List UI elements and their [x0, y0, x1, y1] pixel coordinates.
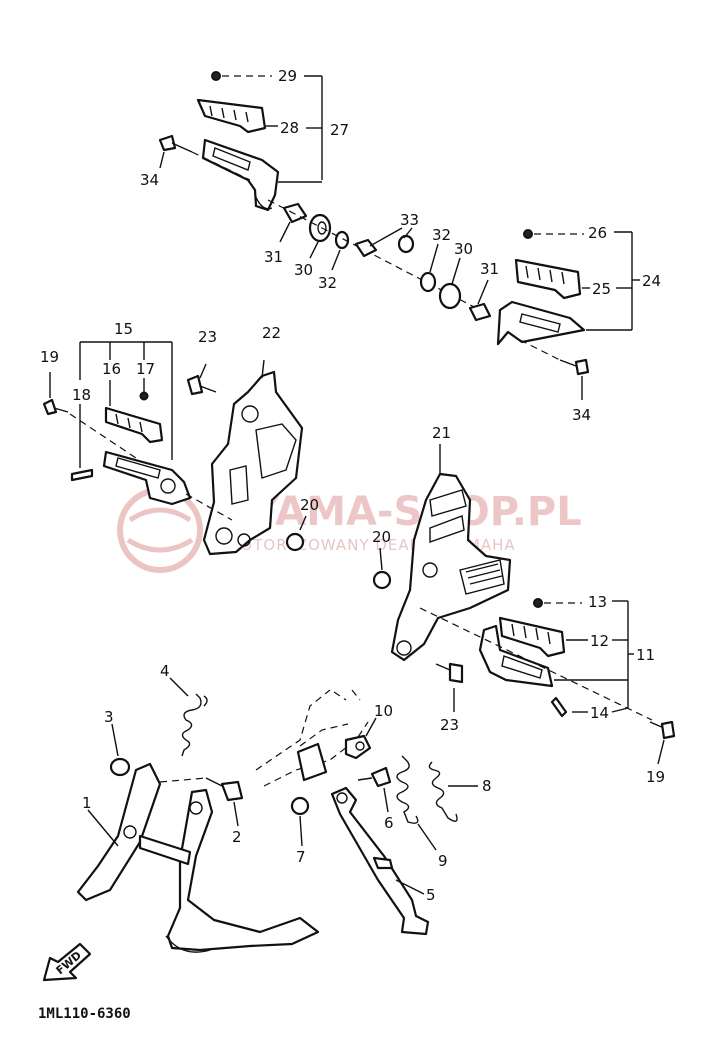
callout-15: 15: [114, 320, 133, 338]
callout-labels: 29 28 27 34 31 30 32 33 32 30 31 26 25 2…: [40, 67, 665, 904]
callout-30-left: 30: [294, 261, 313, 279]
callout-32-right: 32: [432, 226, 451, 244]
callout-34-right: 34: [572, 406, 591, 424]
callout-26: 26: [588, 224, 607, 242]
callout-30-right: 30: [454, 240, 473, 258]
callout-29: 29: [278, 67, 297, 85]
callout-33: 33: [400, 211, 419, 229]
callout-25: 25: [592, 280, 611, 298]
callout-18: 18: [72, 386, 91, 404]
callout-11: 11: [636, 646, 655, 664]
callout-23-right: 23: [440, 716, 459, 734]
rear-footrest-right-assembly: [354, 227, 640, 400]
callout-3: 3: [104, 708, 114, 726]
callout-27: 27: [330, 121, 349, 139]
frame-outline: [255, 689, 369, 787]
callout-21: 21: [432, 424, 451, 442]
callout-5: 5: [426, 886, 436, 904]
watermark-main-text: YAMA-SHOP.PL: [249, 489, 582, 535]
callout-16: 16: [102, 360, 121, 378]
callout-28: 28: [280, 119, 299, 137]
callout-17: 17: [136, 360, 155, 378]
callout-7: 7: [296, 848, 306, 866]
callout-6: 6: [384, 814, 394, 832]
callout-22: 22: [262, 324, 281, 342]
callout-31-right: 31: [480, 260, 499, 278]
side-stand-assembly: [290, 717, 478, 936]
callout-24: 24: [642, 272, 661, 290]
rear-footrest-left-assembly: [158, 71, 481, 311]
callout-14: 14: [590, 704, 609, 722]
callout-2: 2: [232, 828, 242, 846]
callout-20-right: 20: [372, 528, 391, 546]
callout-20-left: 20: [300, 496, 319, 514]
callout-32-left: 32: [318, 274, 337, 292]
callout-19-left: 19: [40, 348, 59, 366]
diagram-code: 1ML110-6360: [38, 1006, 131, 1022]
forward-direction-arrow: FWD: [42, 942, 92, 982]
center-stand-assembly: [76, 677, 320, 953]
callout-12: 12: [590, 632, 609, 650]
callout-9: 9: [438, 852, 448, 870]
callout-23-left: 23: [198, 328, 217, 346]
callout-8: 8: [482, 777, 492, 795]
left-footrest-bracket: [186, 359, 307, 556]
watermark: YAMA-SHOP.PL AUTORYZOWANY DEALER YAMAHA: [117, 487, 582, 573]
callout-34-left: 34: [140, 171, 159, 189]
right-rider-footrest-assembly: [419, 598, 676, 765]
callout-13: 13: [588, 593, 607, 611]
callout-4: 4: [160, 662, 170, 680]
callout-1: 1: [82, 794, 92, 812]
right-footrest-bracket: [372, 444, 512, 662]
callout-19-right: 19: [646, 768, 665, 786]
left-rider-footrest-assembly: [42, 341, 233, 521]
callout-31-left: 31: [264, 248, 283, 266]
watermark-logo: [117, 487, 203, 573]
callout-10: 10: [374, 702, 393, 720]
